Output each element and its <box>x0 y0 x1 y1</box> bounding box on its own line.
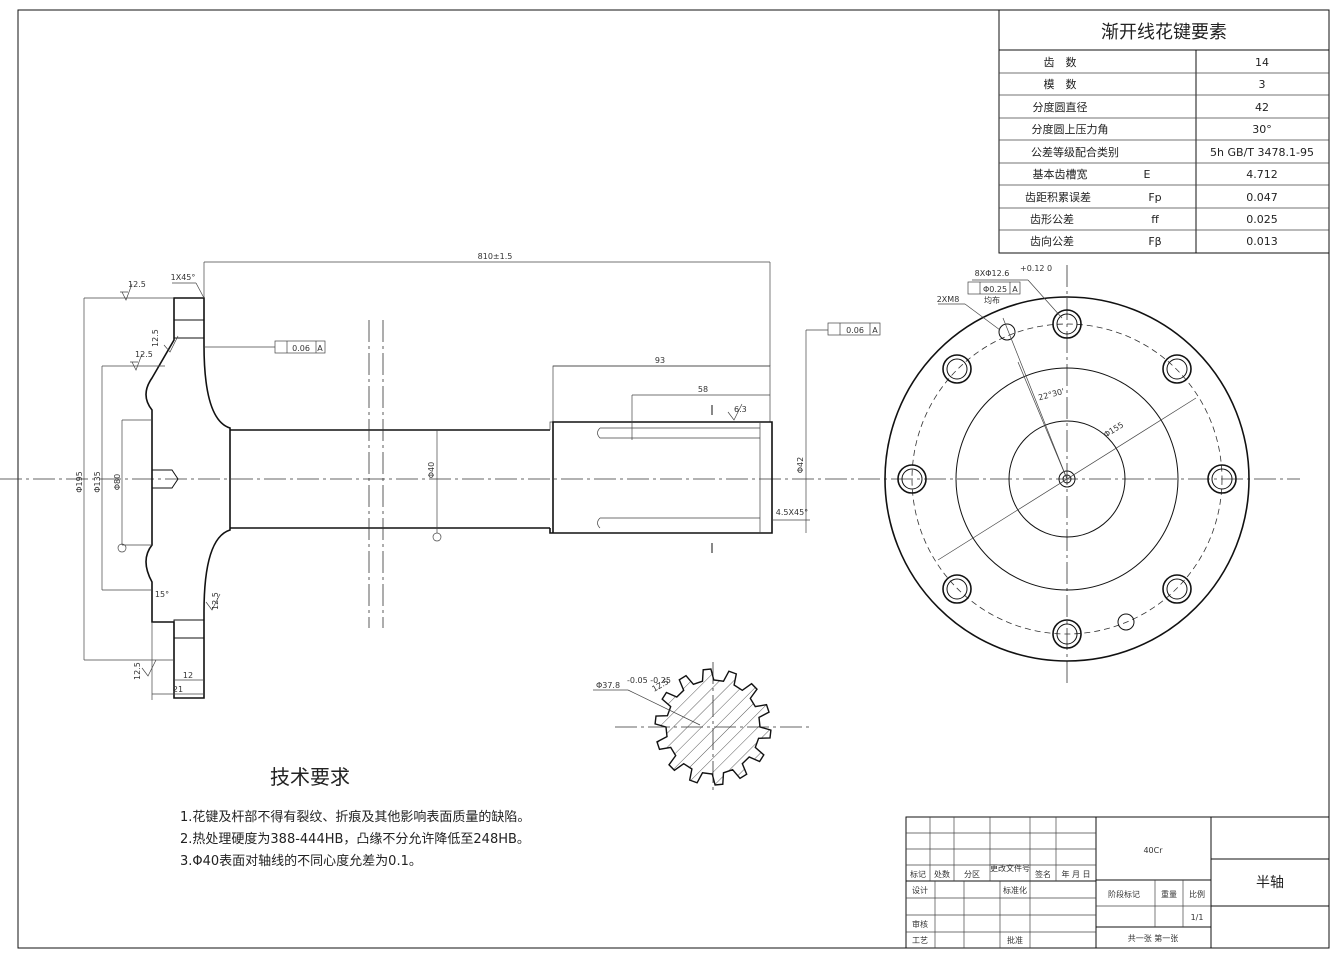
flange-section <box>145 297 231 699</box>
tb-approve: 批准 <box>1007 935 1023 945</box>
spline-row-value: 4.712 <box>1246 168 1278 181</box>
flange-outer-circle <box>884 296 1250 662</box>
spline-row-label: 分度圆上压力角 <box>1032 122 1109 136</box>
bolt-holes <box>897 309 1237 649</box>
half-shaft-front-view <box>145 297 773 699</box>
note-item: 1.花键及杆部不得有裂纹、折痕及其他影响表面质量的缺陷。 <box>180 809 530 825</box>
roughness-4: 12.5 <box>211 592 220 610</box>
title-block: 40Cr 半轴 标记 处数 分区 更改文件号 签名 年 月 日 设计 标准化 阶… <box>905 816 1330 949</box>
technical-notes: 技术要求 1.花键及杆部不得有裂纹、折痕及其他影响表面质量的缺陷。 2.热处理硬… <box>180 765 530 869</box>
note-item: 3.Φ40表面对轴线的不同心度允差为0.1。 <box>180 853 422 869</box>
tb-sign: 签名 <box>1035 869 1051 879</box>
tol-datum-1: A <box>317 344 323 353</box>
tb-design: 设计 <box>912 885 928 895</box>
dim-bolt-angle: 22°30' <box>1037 387 1065 403</box>
spline-row-label: 齿距积累误差 <box>1025 190 1091 204</box>
center-drill-hole <box>152 469 179 489</box>
roughness-3: 12.5 <box>151 329 160 347</box>
tb-qty: 处数 <box>934 869 950 879</box>
callout-bolt-tol: +0.12 0 <box>1020 264 1052 273</box>
flange-end-view: Φ155 22°30' 8XΦ12.6 +0.12 0 Φ0.25 A 均布 2… <box>884 264 1250 685</box>
dim-shaft-dia: Φ40 <box>427 462 436 478</box>
roughness-2: 12.5 <box>135 350 153 359</box>
spline-tooth-profile <box>654 668 772 786</box>
callout-even: 均布 <box>984 295 1000 305</box>
bolt-hole-section-bottom <box>173 619 205 639</box>
dim-angle: 15° <box>155 590 169 599</box>
tb-date: 年 月 日 <box>1061 869 1090 879</box>
callout-bolt-holes: 8XΦ12.6 <box>975 269 1010 278</box>
spline-row-value: 0.013 <box>1246 235 1278 248</box>
tb-scale: 1/1 <box>1191 913 1204 922</box>
tol-datum-3: A <box>1012 285 1018 294</box>
spline-row-label: 齿 数 <box>1044 56 1077 69</box>
tol-position: Φ0.25 <box>983 285 1007 294</box>
spline-cross-section: Φ37.8 -0.05 -0.25 12.5 <box>593 662 812 790</box>
dim-flange-thickness: 12 <box>183 671 193 680</box>
dim-end-chamfer: 4.5X45° <box>776 508 808 517</box>
bolt-hole-section-top <box>173 319 205 339</box>
tb-process: 工艺 <box>912 936 928 945</box>
dim-flange-step: 21 <box>173 685 183 694</box>
tol-flatness: 0.06 <box>292 344 310 353</box>
spline-row-symbol: ff <box>1151 213 1159 226</box>
front-view-dimensions: 810±1.5 93 58 Φ195 Φ135 Φ80 Φ40 Φ42 4.5X… <box>75 252 881 700</box>
tb-change-doc: 更改文件号 <box>990 863 1030 873</box>
tb-review: 审核 <box>912 919 928 929</box>
spline-row-symbol: E <box>1144 168 1151 181</box>
spline-row-value: 3 <box>1259 78 1266 91</box>
tb-zone: 分区 <box>964 870 980 879</box>
spline-row-value: 5h GB/T 3478.1-95 <box>1210 146 1314 159</box>
spline-row-value: 0.047 <box>1246 191 1278 204</box>
dim-top-chamfer: 1X45° <box>171 273 196 282</box>
tol-runout: 0.06 <box>846 326 864 335</box>
tb-part-name: 半轴 <box>1256 875 1284 891</box>
spline-row-symbol: Fβ <box>1148 235 1161 248</box>
spline-row-label: 齿向公差 <box>1030 234 1074 248</box>
spline-end-outline <box>549 421 773 534</box>
dim-hub-dia: Φ80 <box>113 474 122 490</box>
spline-section-dia: Φ37.8 <box>596 681 620 690</box>
spline-table: 渐开线花键要素 齿 数 14 模 数 3 分度圆直径 42 分度圆上压力角 30… <box>998 9 1330 254</box>
roughness-5: 12.5 <box>133 662 142 680</box>
spline-row-label: 基本齿槽宽 <box>1033 167 1088 181</box>
notes-title: 技术要求 <box>270 765 350 789</box>
tb-scale-label: 比例 <box>1189 889 1205 899</box>
spline-row-value: 42 <box>1255 101 1269 114</box>
tol-datum-2: A <box>872 326 878 335</box>
spline-row-value: 30° <box>1252 123 1272 136</box>
roughness-6: 6.3 <box>734 405 747 414</box>
dim-spline-dia: Φ42 <box>796 457 805 473</box>
spline-row-label: 模 数 <box>1044 78 1077 91</box>
tb-mark: 标记 <box>910 869 926 879</box>
dim-keyway-length: 58 <box>698 385 708 394</box>
dim-pcd: Φ155 <box>1102 420 1125 439</box>
roughness-1: 12.5 <box>128 280 146 289</box>
tb-standardize: 标准化 <box>1003 885 1027 895</box>
spline-section-dia-tol: -0.05 -0.25 <box>627 676 671 685</box>
dim-flange-dia: Φ195 <box>75 471 84 493</box>
dim-total-length: 810±1.5 <box>478 252 513 261</box>
spline-row-label: 分度圆直径 <box>1033 100 1088 114</box>
dim-mid-dia: Φ135 <box>93 471 102 493</box>
bolt-pitch-circle <box>911 323 1223 635</box>
note-item: 2.热处理硬度为388-444HB，凸缘不分允许降低至248HB。 <box>180 831 530 847</box>
tb-stage: 阶段标记 <box>1108 889 1140 899</box>
spline-row-value: 0.025 <box>1246 213 1278 226</box>
spline-row-label: 齿形公差 <box>1030 212 1074 226</box>
spline-table-title: 渐开线花键要素 <box>1101 22 1227 43</box>
dim-spline-length: 93 <box>655 356 665 365</box>
spline-row-value: 14 <box>1255 56 1269 69</box>
tb-material: 40Cr <box>1143 846 1163 855</box>
tb-sheets: 共一张 第一张 <box>1128 933 1179 943</box>
spline-row-label: 公差等级配合类别 <box>1031 145 1119 159</box>
spline-row-symbol: Fp <box>1148 191 1161 204</box>
tb-weight: 重量 <box>1161 889 1177 899</box>
callout-tapped: 2XM8 <box>937 295 960 304</box>
